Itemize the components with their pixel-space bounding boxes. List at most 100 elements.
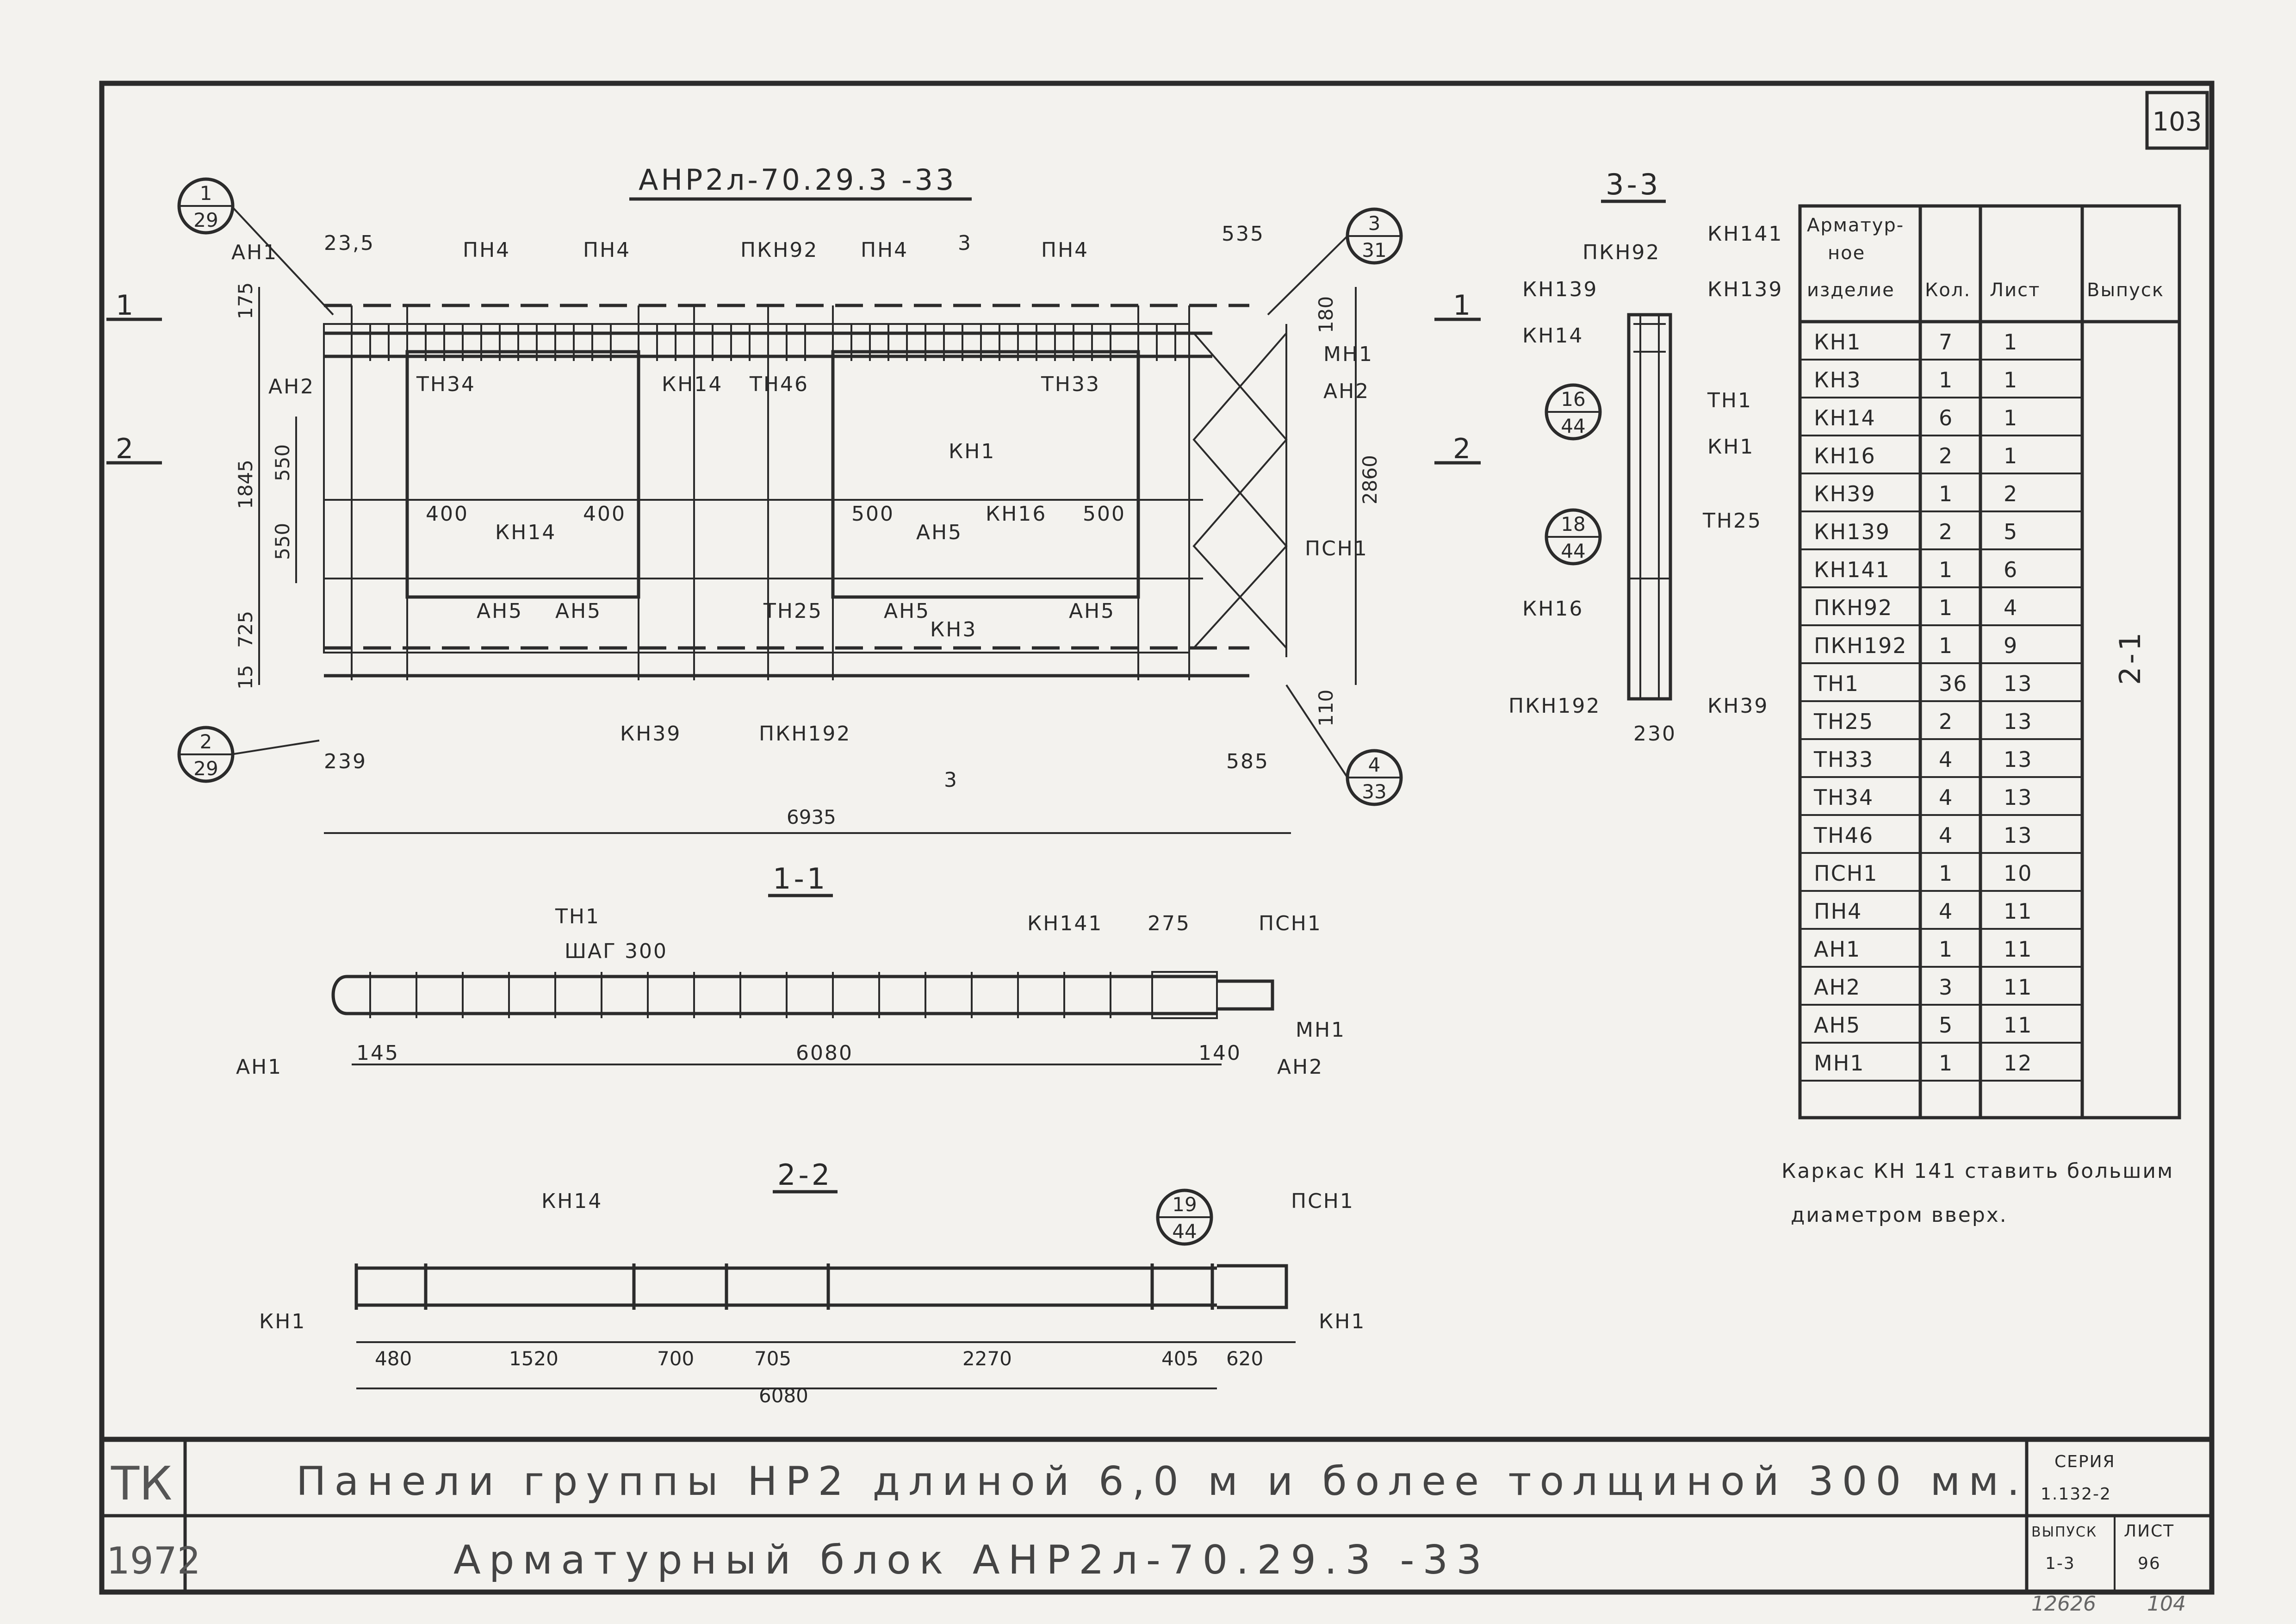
table-cell-sheet: 13: [2004, 747, 2033, 772]
label-500-b: 500: [1083, 502, 1126, 526]
svg-text:ПСН1: ПСН1: [1259, 912, 1322, 935]
svg-text:КН139: КН139: [1707, 278, 1783, 301]
table-cell-qty: 2: [1939, 519, 1953, 544]
label-an2-right: АН2: [1323, 380, 1370, 403]
label-an5-a: АН5: [916, 521, 962, 544]
label-tn25: ТН25: [763, 599, 823, 623]
table-cell-sheet: 11: [2004, 899, 2033, 924]
svg-text:3: 3: [1368, 212, 1381, 235]
label-tn33: ТН33: [1041, 373, 1100, 396]
main-view: АНР2л-70.29.3 -33: [106, 163, 1481, 834]
table-cell-qty: 4: [1939, 823, 1953, 848]
svg-text:44: 44: [1561, 415, 1585, 437]
svg-text:1845: 1845: [234, 460, 257, 509]
label-23-5: 23,5: [324, 231, 375, 255]
section-33-title: 3-3: [1606, 168, 1661, 201]
table-cell-qty: 4: [1939, 899, 1953, 924]
title-line-2: Арматурный блок АНР2л-70.29.3 -33: [453, 1537, 1490, 1583]
label-kn14-mid: КН14: [495, 521, 556, 544]
note-line-2: диаметром вверх.: [1791, 1203, 2008, 1227]
table-cell-item: ТН33: [1813, 747, 1874, 772]
spec-issue: 2-1: [2113, 630, 2147, 685]
label-an5-c: АН5: [555, 599, 602, 623]
svg-text:16: 16: [1561, 388, 1585, 411]
svg-text:725: 725: [234, 611, 257, 648]
spec-table-header: Арматур- ное изделие Кол. Лист Выпуск: [1807, 215, 2163, 301]
issue-value: 1-3: [2045, 1554, 2075, 1573]
section-11-title: 1-1: [773, 862, 828, 896]
block-title: АНР2л-70.29.3 -33: [639, 163, 957, 197]
table-cell-sheet: 1: [2004, 405, 2018, 430]
right-dimensions: 180 2860 110: [1315, 287, 1381, 727]
svg-text:145: 145: [356, 1041, 399, 1065]
svg-text:Лист: Лист: [1990, 280, 2040, 301]
table-cell-item: КН141: [1814, 557, 1890, 582]
table-cell-sheet: 4: [2004, 595, 2018, 620]
svg-text:480: 480: [375, 1347, 412, 1370]
svg-text:1520: 1520: [509, 1347, 558, 1370]
table-cell-qty: 1: [1939, 937, 1953, 962]
label-400-b: 400: [583, 502, 626, 526]
svg-text:ное: ное: [1828, 243, 1865, 264]
svg-text:44: 44: [1172, 1220, 1197, 1243]
table-cell-item: ТН46: [1813, 823, 1874, 848]
svg-text:изделие: изделие: [1807, 280, 1895, 301]
svg-text:Кол.: Кол.: [1925, 280, 1971, 301]
label-585: 585: [1226, 750, 1269, 773]
label-tn34: ТН34: [416, 373, 476, 396]
year: 1972: [106, 1539, 201, 1582]
table-cell-item: КН1: [1814, 330, 1862, 355]
label-kn14-top: КН14: [662, 373, 723, 396]
svg-text:КН1: КН1: [1707, 435, 1754, 459]
table-cell-sheet: 13: [2004, 823, 2033, 848]
svg-text:550: 550: [271, 444, 294, 481]
issue-label: ВЫПУСК: [2031, 1524, 2097, 1540]
table-cell-qty: 1: [1939, 861, 1953, 886]
table-cell-sheet: 13: [2004, 785, 2033, 810]
callout-18-44: 18 44: [1545, 508, 1602, 566]
table-cell-item: ПКН192: [1814, 633, 1907, 658]
label-an2-left: АН2: [268, 375, 315, 398]
note-line-1: Каркас КН 141 ставить большим: [1781, 1159, 2174, 1183]
label-tn46: ТН46: [749, 373, 809, 396]
table-cell-qty: 4: [1939, 747, 1953, 772]
svg-text:ПСН1: ПСН1: [1291, 1189, 1354, 1213]
svg-text:1: 1: [116, 289, 133, 322]
svg-text:ПКН192: ПКН192: [1508, 694, 1601, 718]
svg-text:2: 2: [200, 730, 212, 753]
main-view-labels: АН1 23,5 ПН4 ПН4 ПКН92 ПН4 3 ПН4 535 АН2…: [231, 222, 1372, 792]
table-cell-qty: 1: [1939, 367, 1953, 392]
table-cell-sheet: 13: [2004, 709, 2033, 734]
svg-text:29: 29: [193, 209, 218, 231]
table-cell-qty: 36: [1939, 671, 1968, 696]
svg-text:ТН25: ТН25: [1702, 509, 1762, 533]
series-value: 1.132-2: [2041, 1485, 2111, 1504]
table-cell-item: ТН25: [1813, 709, 1874, 734]
table-cell-sheet: 10: [2004, 861, 2033, 886]
label-3-bottom: 3: [944, 768, 958, 792]
svg-text:140: 140: [1198, 1041, 1241, 1065]
table-cell-item: ПСН1: [1814, 861, 1878, 886]
svg-text:6080: 6080: [759, 1384, 808, 1407]
table-cell-qty: 2: [1939, 443, 1953, 468]
svg-text:175: 175: [234, 282, 257, 319]
section-22-title: 2-2: [777, 1158, 832, 1192]
table-cell-qty: 1: [1939, 595, 1953, 620]
label-kn16: КН16: [986, 502, 1047, 526]
table-cell-qty: 1: [1939, 633, 1953, 658]
svg-text:19: 19: [1172, 1193, 1197, 1216]
section-33-body: [1627, 313, 1672, 701]
sheet-number-box: [2145, 91, 2209, 150]
label-535: 535: [1222, 222, 1265, 246]
table-cell-qty: 7: [1939, 330, 1953, 355]
svg-text:29: 29: [193, 757, 218, 780]
svg-text:КН39: КН39: [1707, 694, 1769, 718]
section-markers: 1 1 2 2: [106, 289, 1481, 465]
section-3-3: 3-3 ПКН92 КН141 КН139 КН139 КН14 ТН1 КН1…: [1508, 168, 1783, 746]
svg-text:6080: 6080: [796, 1041, 853, 1065]
table-cell-sheet: 1: [2004, 367, 2018, 392]
svg-text:ПКН92: ПКН92: [1582, 241, 1660, 264]
svg-text:700: 700: [657, 1347, 694, 1370]
svg-text:ТН1: ТН1: [1707, 389, 1752, 412]
